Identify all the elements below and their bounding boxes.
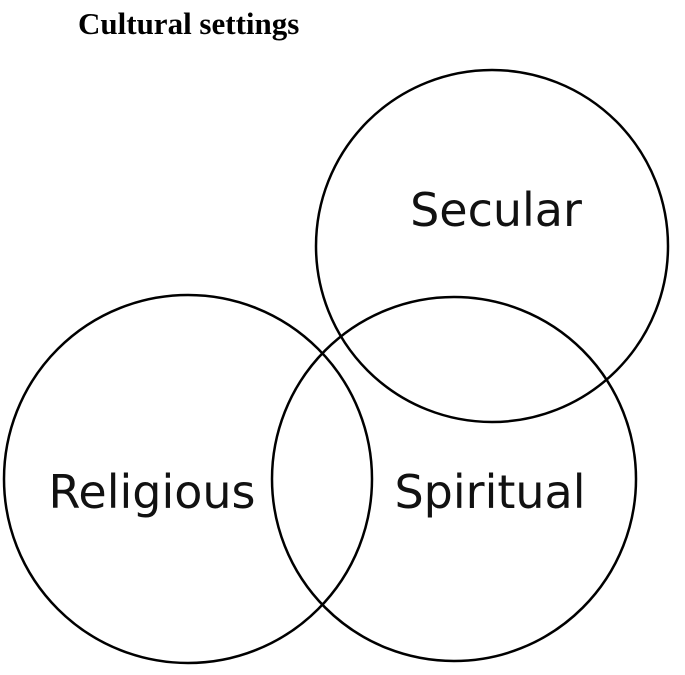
diagram-title: Cultural settings xyxy=(78,6,300,41)
religious-label: Religious xyxy=(49,465,256,519)
secular-circle xyxy=(314,68,670,424)
spiritual-label: Spiritual xyxy=(394,465,585,519)
secular-label: Secular xyxy=(410,183,582,237)
religious-circle xyxy=(2,293,374,665)
spiritual-circle xyxy=(270,295,638,663)
